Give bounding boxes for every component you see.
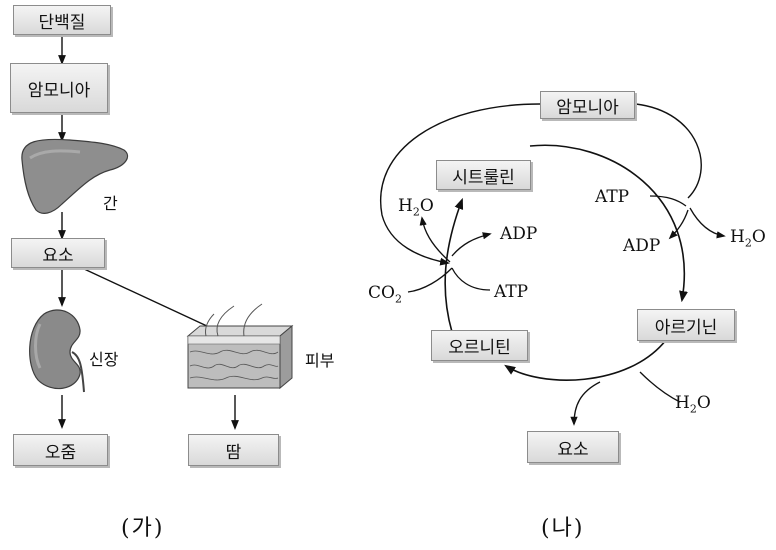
kidney-label: 신장 — [89, 350, 119, 369]
skin-label: 피부 — [305, 351, 335, 370]
arginine-box: 아르기닌 — [637, 309, 735, 341]
arrow-h2o-in — [639, 371, 681, 403]
arrow-co2-in — [407, 267, 453, 293]
liver-icon — [21, 138, 129, 214]
arrow-urea-to-skin — [81, 267, 224, 334]
urea-box-right: 요소 — [527, 431, 619, 463]
ammonia-box-right: 암모니아 — [540, 91, 635, 119]
adp-label-left: ADP — [500, 224, 538, 244]
ammonia-to-citrulline-side — [635, 103, 702, 199]
urea-box-left: 요소 — [11, 238, 105, 268]
liver-label: 간 — [103, 194, 118, 213]
arrow-to-h2o-right — [689, 207, 726, 239]
co2-label: CO2 — [368, 283, 402, 306]
arrow-atp-in-left — [451, 267, 491, 291]
h2o-label-right: H2O — [730, 227, 766, 250]
panel-label-ga: (가) — [121, 516, 165, 541]
citrulline-box: 시트룰린 — [436, 160, 531, 190]
cycle-ornithine-to-citrulline — [444, 197, 464, 333]
arrow-to-adp-right — [668, 209, 689, 240]
h2o-label-left: H2O — [398, 196, 434, 219]
h2o-label-bottom: H2O — [675, 393, 711, 416]
ornithine-box: 오르니틴 — [431, 330, 528, 361]
ammonia-box-left: 암모니아 — [10, 63, 108, 113]
protein-box: 단백질 — [13, 5, 111, 35]
atp-label-left: ATP — [494, 282, 529, 302]
adp-label-right: ADP — [623, 236, 661, 256]
sweat-box: 땀 — [188, 434, 279, 466]
skin-icon — [186, 303, 294, 390]
urine-box: 오줌 — [13, 434, 108, 466]
panel-label-na: (나) — [541, 516, 585, 541]
arrow-atp-in-right — [649, 195, 687, 207]
ammonia-input-loop — [379, 103, 541, 266]
arrow-to-urea — [570, 381, 601, 426]
arrow-to-adp-left — [451, 232, 492, 257]
cycle-citrulline-to-arginine — [529, 144, 688, 303]
cycle-arginine-to-ornithine — [504, 339, 667, 381]
kidney-icon — [29, 309, 85, 393]
atp-label-right: ATP — [595, 187, 630, 207]
arrow-to-h2o-left — [419, 216, 451, 263]
